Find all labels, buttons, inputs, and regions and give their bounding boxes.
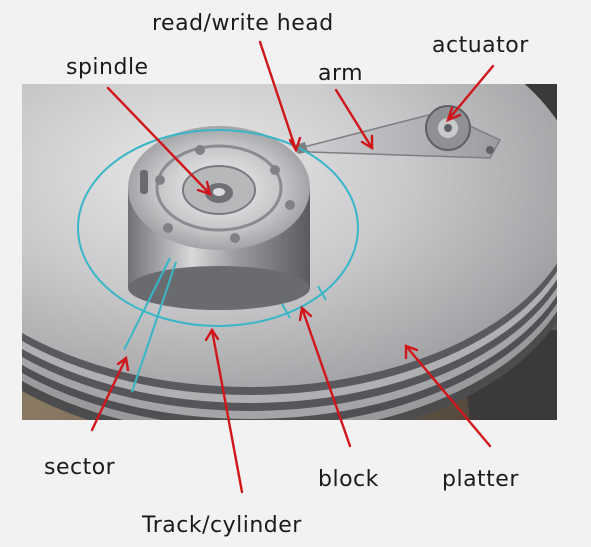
- track-arrow: [210, 328, 244, 494]
- label-read-write-head: read/write head: [152, 11, 334, 36]
- arrowhead-icon: [116, 355, 130, 372]
- arrowhead-icon: [446, 106, 462, 123]
- label-track-cylinder: Track/cylinder: [141, 513, 302, 538]
- sector-arrow: [90, 356, 128, 432]
- annotation-arrows: [90, 40, 495, 494]
- read-write-head-arrow: [258, 40, 298, 152]
- actuator-arm: [295, 105, 502, 159]
- label-sector: sector: [44, 455, 116, 480]
- block-arrow: [300, 306, 352, 448]
- label-platter: platter: [442, 467, 519, 492]
- annotation-labels: read/write head actuator arm spindle sec…: [44, 11, 529, 538]
- label-actuator: actuator: [432, 33, 529, 58]
- hard-drive-photo: [22, 84, 557, 420]
- actuator-arrow: [446, 64, 495, 122]
- arrowhead-icon: [360, 134, 374, 151]
- spindle-arrow: [106, 86, 212, 196]
- label-spindle: spindle: [66, 55, 149, 80]
- label-arm: arm: [318, 61, 363, 86]
- label-block: block: [318, 467, 379, 492]
- platter-arrow: [404, 344, 492, 448]
- spindle-hub: [128, 126, 310, 310]
- arrowhead-icon: [288, 136, 302, 153]
- arrowhead-icon: [196, 180, 212, 196]
- arrowhead-icon: [404, 344, 419, 360]
- arm-arrow: [334, 88, 374, 150]
- track-highlight: [77, 129, 359, 393]
- arrowhead-icon: [298, 305, 313, 322]
- arrowhead-icon: [204, 327, 220, 342]
